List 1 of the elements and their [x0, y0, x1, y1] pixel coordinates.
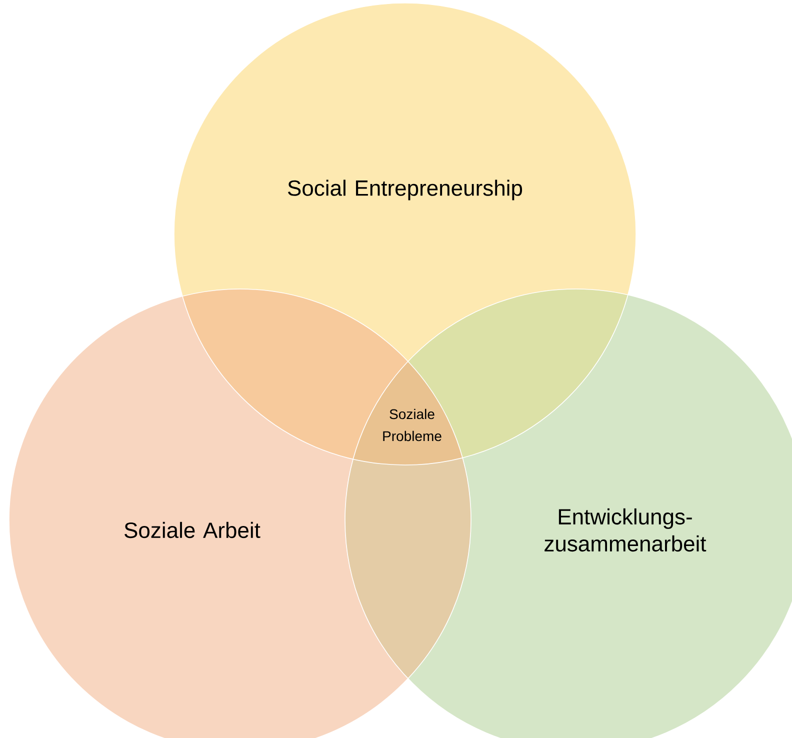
region-label: Soziale Probleme [383, 408, 442, 442]
